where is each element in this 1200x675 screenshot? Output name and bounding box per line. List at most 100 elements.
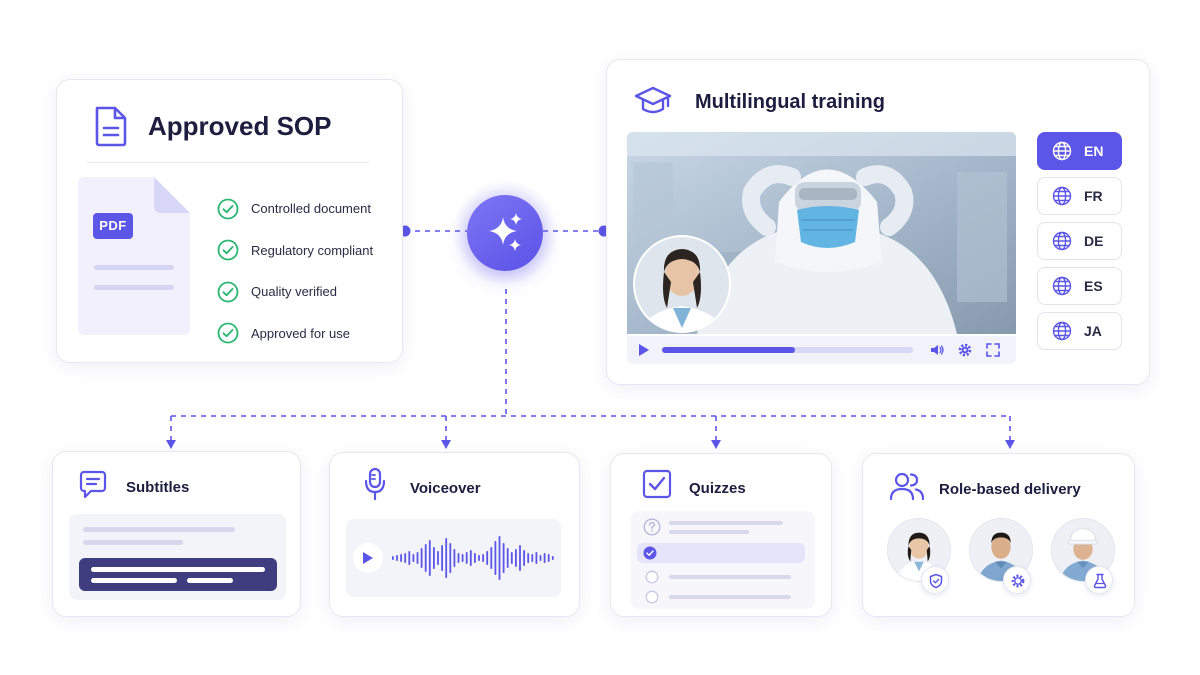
role-avatar-engineer[interactable] [969, 518, 1033, 594]
waveform-bar [474, 553, 476, 563]
waveform-bar [461, 554, 464, 562]
fullscreen-icon[interactable] [985, 342, 1001, 358]
caption-line [187, 578, 233, 583]
role-avatar-operator[interactable] [1051, 518, 1115, 594]
waveform-bar [519, 545, 521, 571]
language-option-en[interactable]: EN [1037, 132, 1122, 170]
gear-icon [1011, 574, 1025, 588]
pdf-document-illustration [78, 177, 190, 335]
role-delivery-title: Role-based delivery [939, 481, 1081, 498]
waveform-bar [400, 554, 402, 562]
option-line [669, 595, 791, 599]
waveform-bar [490, 547, 493, 569]
waveform-bar [543, 553, 546, 563]
globe-icon [1052, 141, 1072, 161]
waveform-bar [539, 555, 542, 561]
checklist-item: Controlled document [217, 188, 373, 230]
waveform-bar [502, 543, 505, 573]
video-controls [627, 336, 1016, 364]
training-video[interactable] [627, 132, 1016, 334]
waveform-bar [482, 554, 484, 562]
waveform-bar [396, 555, 398, 561]
divider [87, 162, 369, 163]
waveform-bar [437, 551, 439, 565]
waveform-bar [515, 549, 517, 567]
waveform-bar [457, 553, 460, 563]
quiz-option-selected[interactable] [637, 543, 805, 563]
role-avatar-quality[interactable] [887, 518, 951, 594]
role-based-delivery-card: Role-based delivery [862, 453, 1135, 617]
sparkles-icon [489, 213, 522, 251]
training-title: Multilingual training [695, 91, 885, 113]
approval-checklist: Controlled document Regulatory compliant… [217, 188, 373, 354]
language-option-fr[interactable]: FR [1037, 177, 1122, 215]
settings-gear-icon[interactable] [957, 342, 973, 358]
language-selector: EN FR DE ES JA [1037, 132, 1122, 357]
radio-icon [645, 590, 659, 604]
language-code: FR [1084, 188, 1103, 204]
language-option-de[interactable]: DE [1037, 222, 1122, 260]
play-icon [363, 552, 373, 564]
approved-sop-card: Approved SOP PDF Controlled document Reg… [56, 79, 403, 363]
waveform-bar [469, 550, 472, 566]
subtitle-preview [69, 514, 286, 600]
quiz-option[interactable] [631, 567, 815, 587]
radio-icon [645, 570, 659, 584]
volume-icon[interactable] [929, 342, 945, 358]
waveform-bar [441, 545, 443, 571]
playback-progress[interactable] [662, 347, 913, 353]
checklist-label: Controlled document [251, 201, 371, 217]
voiceover-title: Voiceover [410, 480, 481, 497]
checkbox-icon [642, 469, 672, 499]
checklist-label: Approved for use [251, 325, 351, 341]
language-code: JA [1084, 323, 1102, 339]
waveform-bar [428, 540, 431, 576]
role-badge [921, 566, 949, 594]
waveform-bar [449, 543, 452, 573]
checklist-item: Quality verified [217, 271, 373, 313]
quiz-option[interactable] [631, 587, 815, 607]
subtitle-caption-bar [79, 558, 277, 591]
play-icon[interactable] [637, 343, 651, 357]
waveform-bar [494, 541, 497, 575]
waveform-bar [424, 544, 427, 572]
waveform-bar [433, 547, 435, 569]
question-line [669, 521, 783, 525]
waveform-bar [510, 552, 513, 564]
waveform-bar [523, 550, 525, 566]
waveform-bar [531, 554, 534, 562]
check-circle-icon [217, 281, 239, 303]
waveform-bar [527, 553, 530, 563]
waveform-bar [547, 554, 550, 562]
radio-checked-icon [643, 546, 657, 560]
role-badge [1003, 566, 1031, 594]
waveform-bar [412, 554, 415, 562]
waveform-bar [465, 552, 468, 564]
audio-waveform [392, 536, 554, 580]
language-option-es[interactable]: ES [1037, 267, 1122, 305]
users-icon [890, 472, 924, 501]
role-badge [1085, 566, 1113, 594]
subtitle-line [83, 540, 183, 545]
waveform-bar [486, 551, 489, 565]
voiceover-card: Voiceover [329, 452, 580, 617]
question-icon [643, 518, 661, 536]
quizzes-card: Quizzes [610, 453, 832, 617]
voiceover-play-button[interactable] [353, 543, 383, 573]
globe-icon [1052, 276, 1072, 296]
graduation-cap-icon [634, 86, 672, 114]
waveform-bar [416, 552, 419, 564]
checklist-label: Quality verified [251, 284, 337, 300]
language-option-ja[interactable]: JA [1037, 312, 1122, 350]
playback-progress-fill [662, 347, 796, 353]
checklist-item: Approved for use [217, 313, 373, 355]
check-circle-icon [217, 239, 239, 261]
question-line [669, 530, 749, 534]
pdf-badge: PDF [93, 213, 133, 239]
check-circle-icon [217, 322, 239, 344]
checklist-label: Regulatory compliant [251, 242, 374, 258]
language-code: EN [1084, 143, 1104, 159]
waveform-bar [445, 538, 448, 578]
waveform-bar [535, 552, 538, 564]
